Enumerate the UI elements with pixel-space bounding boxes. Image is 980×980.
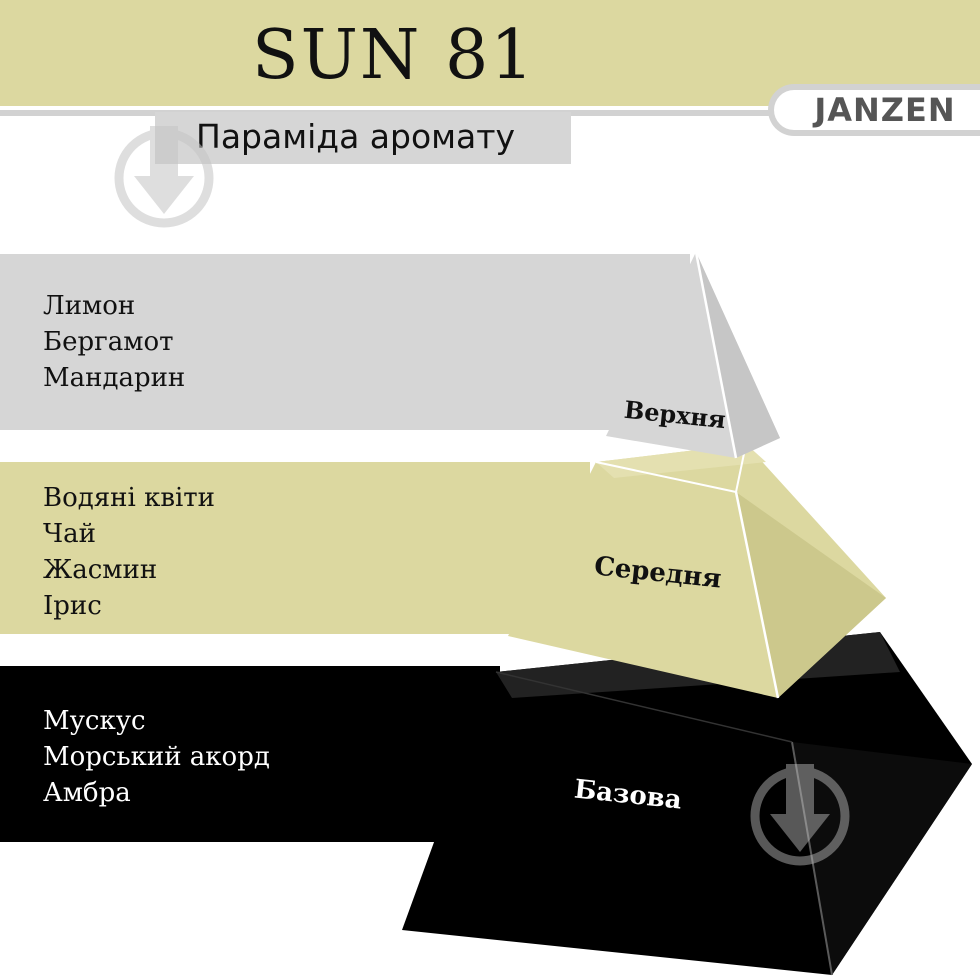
base-notes-band bbox=[0, 666, 500, 842]
note-item: Лимон bbox=[43, 291, 136, 321]
middle-notes-list: Водяні квіти Чай Жасмин Ірис bbox=[43, 480, 215, 624]
middle-notes-band bbox=[0, 462, 590, 634]
note-item: Бергамот bbox=[43, 327, 174, 357]
note-item: Ірис bbox=[43, 591, 102, 621]
pyramid-base-tier bbox=[402, 632, 972, 976]
note-item: Морський акорд bbox=[43, 742, 270, 772]
note-item: Амбра bbox=[43, 778, 131, 808]
page-subtitle: Параміда аромату bbox=[196, 117, 516, 156]
note-item: Мандарин bbox=[43, 363, 186, 393]
brand-badge bbox=[768, 84, 980, 136]
top-notes-list: Лимон Бергамот Мандарин bbox=[43, 288, 185, 396]
note-item: Водяні квіти bbox=[43, 483, 215, 513]
download-watermark-icon bbox=[114, 126, 214, 228]
pyramid-middle-tier bbox=[508, 443, 886, 699]
top-notes-band bbox=[0, 254, 690, 430]
pyramid-top-tier bbox=[606, 251, 780, 459]
base-notes-list: Мускус Морський акорд Амбра bbox=[43, 703, 270, 811]
note-item: Мускус bbox=[43, 706, 146, 736]
page-title: SUN 81 bbox=[252, 16, 536, 95]
note-item: Чай bbox=[43, 519, 96, 549]
note-item: Жасмин bbox=[43, 555, 158, 585]
subtitle-box bbox=[155, 112, 571, 164]
download-watermark-icon bbox=[750, 764, 850, 866]
brand-name: JANZEN bbox=[814, 91, 956, 129]
